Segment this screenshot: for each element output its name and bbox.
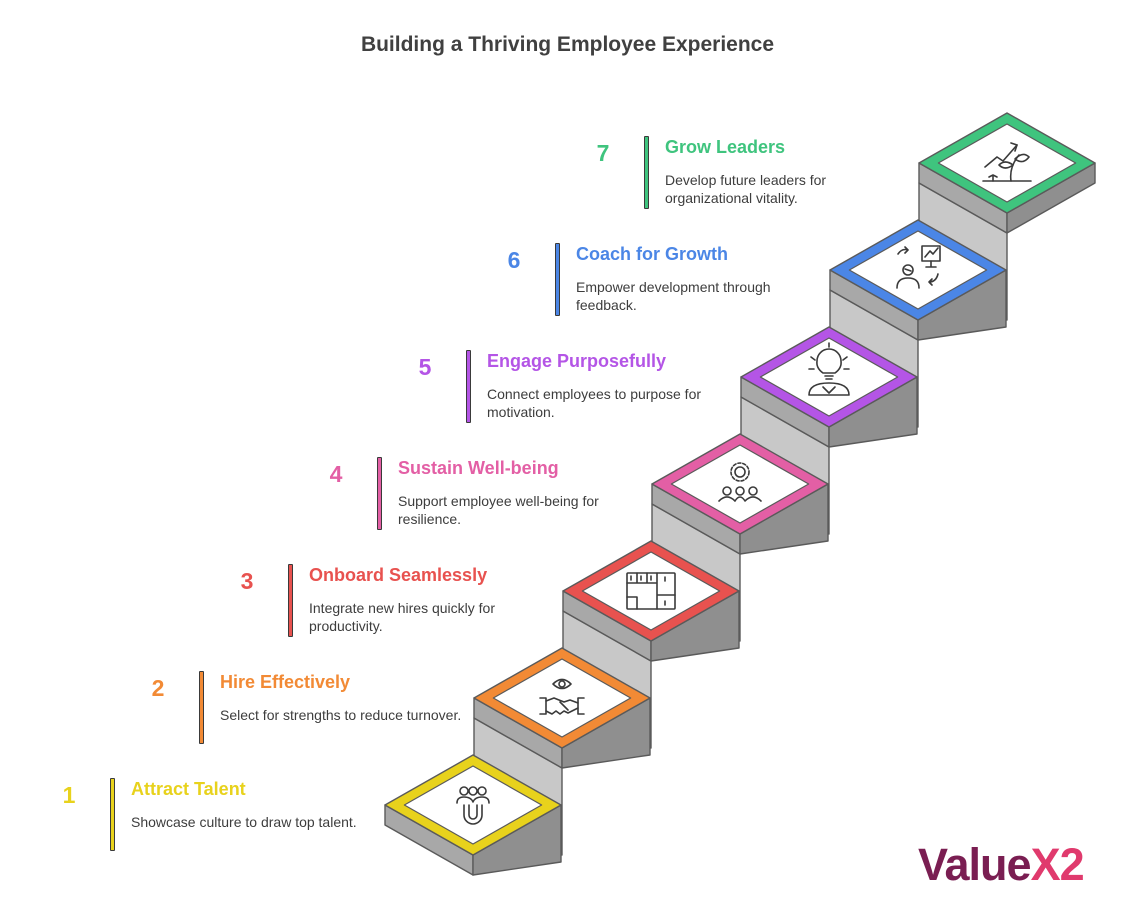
step-accent-bar [110,778,115,851]
step-top-face [581,551,721,631]
step-accent-bar [377,457,382,530]
eye-handshake-icon [539,678,585,715]
step-number: 3 [240,568,254,594]
stair-step-3 [562,540,740,662]
step-description: Showcase culture to draw top talent. [131,814,357,830]
step-accent-bar [199,671,204,744]
stair-step-4 [651,433,829,555]
step-top-face [403,765,543,845]
step-description: Connect employees to purpose for motivat… [487,386,702,420]
step-title: Hire Effectively [220,672,351,692]
step-number: 6 [507,247,521,273]
step-description: Support employee well-being for resilien… [398,493,599,527]
step-top-face [848,230,988,310]
step-accent-bar [555,243,560,316]
stair-step-7 [918,112,1096,234]
step-description: Select for strengths to reduce turnover. [220,707,462,723]
step-description: Empower development through feedback. [576,279,771,313]
stair-step-2 [473,647,651,769]
page-title: Building a Thriving Employee Experience [360,33,775,56]
step-title: Onboard Seamlessly [309,565,488,585]
stair-step-6 [829,219,1007,341]
step-description: Integrate new hires quickly for producti… [309,600,495,634]
step-number: 1 [62,782,76,808]
coach-presentation-icon [896,245,941,289]
step-title: Grow Leaders [665,137,786,157]
people-magnet-icon [456,786,490,825]
step-number: 5 [418,354,432,380]
floor-plan-icon [626,572,676,610]
lightbulb-person-icon [808,342,850,396]
step-accent-bar [466,350,471,423]
growth-plant-icon [982,142,1032,182]
step-accent-bar [644,136,649,209]
step-top-face [670,444,810,524]
team-gear-icon [718,462,762,502]
step-title: Engage Purposefully [487,351,667,371]
step-accent-bar [288,564,293,637]
stair-step-1 [384,754,562,876]
step-top-face [759,337,899,417]
step-title: Coach for Growth [576,244,728,264]
step-number: 7 [596,140,610,166]
step-top-face [492,658,632,738]
step-top-face [937,123,1077,203]
brand-logo: ValueX2 [918,839,1085,890]
step-number: 2 [151,675,165,701]
stair-step-5 [740,326,918,448]
step-title: Sustain Well-being [398,458,559,478]
step-title: Attract Talent [131,779,246,799]
step-description: Develop future leaders for organizationa… [665,172,827,206]
step-number: 4 [329,461,343,487]
